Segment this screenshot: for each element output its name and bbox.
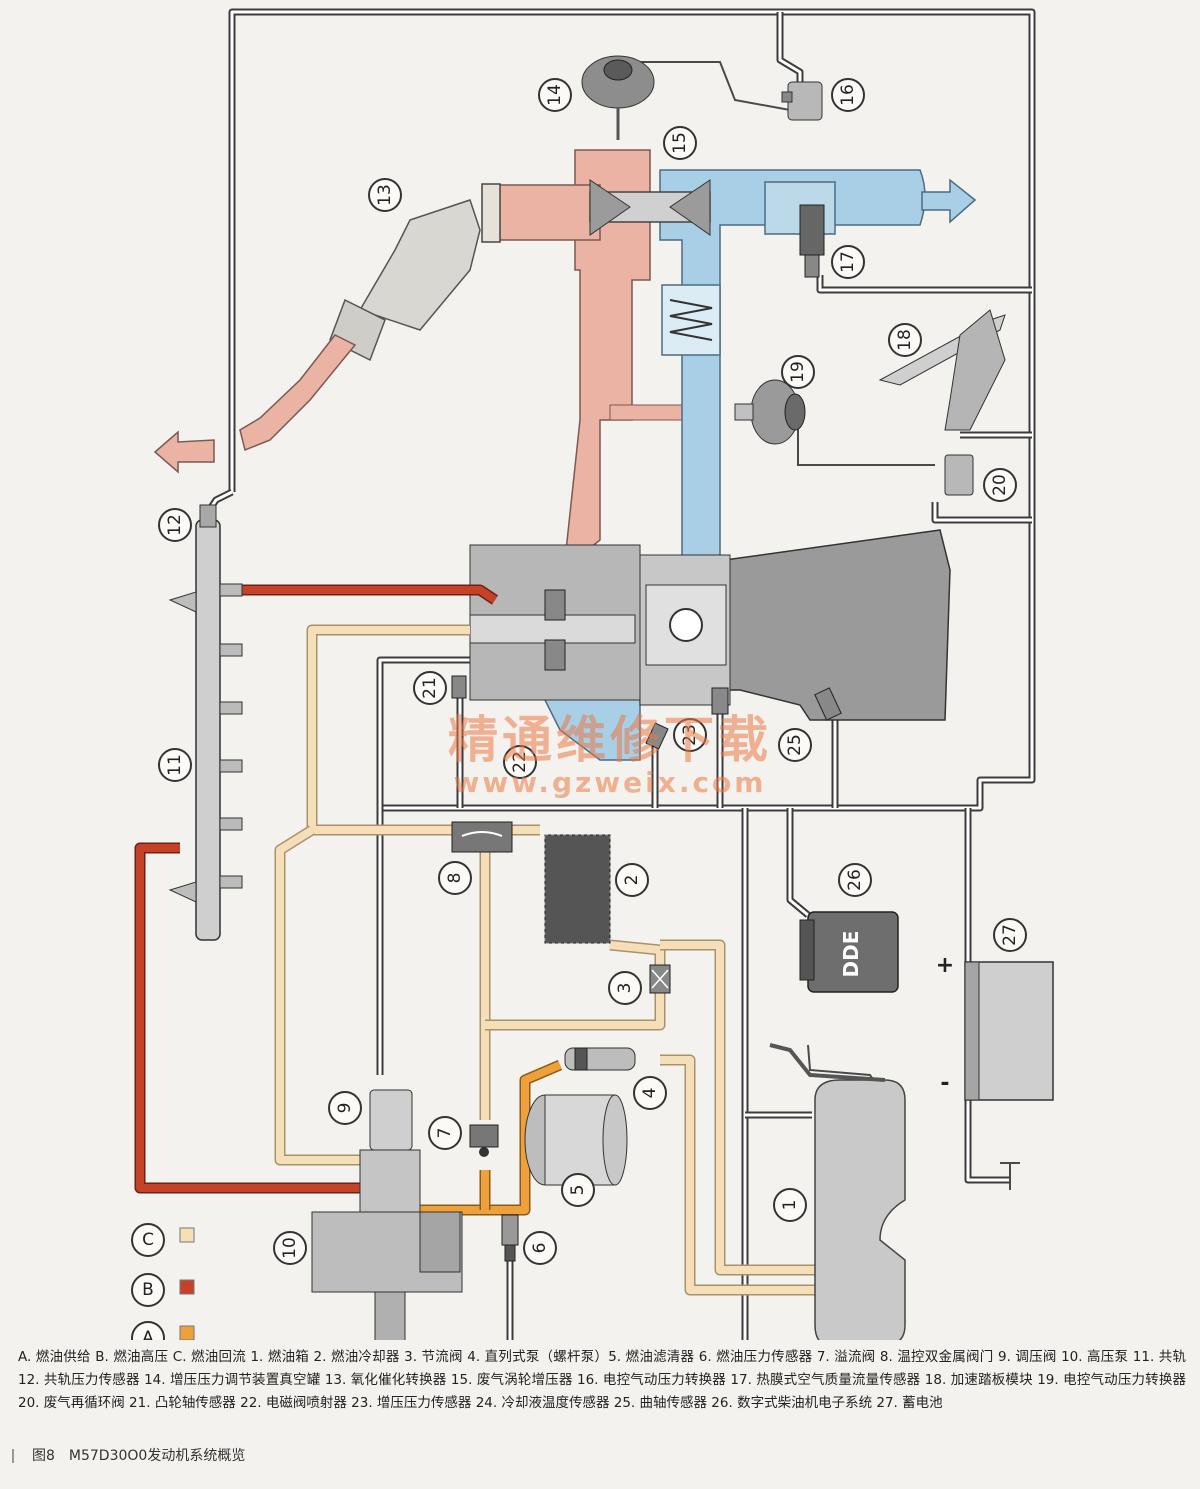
svg-text:17: 17 [838,251,858,273]
engine-block [469,529,951,721]
dde-control-unit: DDE [799,911,899,993]
callout-21: 21 [413,671,447,705]
svg-text:B: B [142,1280,154,1300]
callout-11: 11 [158,748,192,782]
legend-swatch-b [179,1279,195,1295]
callout-26: 26 [838,863,872,897]
legend-label-b: B [131,1273,165,1307]
callout-19: 19 [781,355,815,389]
legend-swatch-c [179,1227,195,1243]
callout-1: 1 [773,1188,807,1222]
svg-text:10: 10 [280,1237,300,1259]
callout-4: 4 [633,1076,667,1110]
battery-plus-label: + [936,953,954,978]
air-mass-sensor [799,204,825,278]
svg-text:21: 21 [420,677,440,699]
fuel-filter [524,1094,628,1186]
boost-vacuum-canister [581,55,655,140]
pressure-converter-19 [734,379,806,445]
engine-sensors [451,675,842,750]
common-rail [168,504,243,941]
callout-3: 3 [608,971,642,1005]
callout-17: 17 [831,245,865,279]
exhaust-path [153,149,691,561]
figure-caption: A. 燃油供给 B. 燃油高压 C. 燃油回流 1. 燃油箱 2. 燃油冷却器 … [18,1349,1186,1411]
svg-text:22: 22 [510,751,530,773]
svg-text:23: 23 [680,724,700,746]
figure-title: 图8 M57D30O0发动机系统概览 [12,1445,245,1465]
svg-text:8: 8 [445,873,465,884]
callout-20: 20 [983,468,1017,502]
high-pressure-lines [134,584,499,1194]
callout-10: 10 [273,1231,307,1265]
legend-label-a: A [131,1321,165,1340]
fuel-tank [769,1043,906,1340]
title-divider [12,1449,14,1463]
fuel-pressure-sensor [501,1214,519,1262]
callout-23: 23 [673,718,707,752]
callout-22: 22 [503,745,537,779]
svg-text:3: 3 [615,983,635,994]
svg-text:15: 15 [670,132,690,154]
callout-6: 6 [523,1231,557,1265]
wiring-harness [205,8,1036,1340]
svg-text:11: 11 [165,754,185,776]
svg-text:12: 12 [165,514,185,536]
callout-16: 16 [831,78,865,112]
callout-13: 13 [368,178,402,212]
dde-label: DDE [839,931,863,978]
svg-text:4: 4 [640,1088,660,1099]
legend: C B A [131,1223,195,1340]
svg-text:20: 20 [990,474,1010,496]
inline-pump [564,1047,636,1071]
svg-text:1: 1 [780,1200,800,1211]
svg-text:16: 16 [838,84,858,106]
accelerator-pedal [878,309,1006,431]
turbocharger [589,179,711,236]
callout-5: 5 [561,1173,595,1207]
legend-swatch-a [179,1325,195,1340]
battery-minus-label: - [940,1071,949,1096]
callout-18: 18 [888,323,922,357]
bimetal-valve [451,821,513,853]
callout-9: 9 [328,1091,362,1125]
svg-text:C: C [142,1230,154,1250]
callout-7: 7 [428,1116,462,1150]
svg-text:14: 14 [545,84,565,106]
svg-text:13: 13 [375,184,395,206]
overflow-valve [469,1124,499,1157]
battery: + - [936,953,1054,1101]
egr-valve [944,454,974,496]
svg-text:26: 26 [845,869,865,891]
svg-text:5: 5 [568,1185,588,1196]
figure-title-text: 图8 M57D30O0发动机系统概览 [32,1448,246,1464]
callout-8: 8 [438,861,472,895]
callout-27: 27 [993,918,1027,952]
svg-text:18: 18 [895,329,915,351]
callout-25: 25 [778,728,812,762]
high-pressure-pump [311,1089,463,1340]
pressure-converter-16 [781,81,823,121]
callout-2: 2 [615,863,649,897]
callout-14: 14 [538,78,572,112]
return-lines [274,624,815,1296]
svg-text:A: A [142,1328,154,1340]
callouts: 1 2 3 4 5 6 7 8 9 10 11 12 13 14 15 16 1… [158,78,1027,1265]
engine-system-diagram: DDE + - C B A 1 2 3 4 5 6 7 8 9 10 11 12… [131,8,1054,1340]
svg-text:9: 9 [335,1103,355,1114]
svg-text:25: 25 [785,734,805,756]
svg-text:6: 6 [530,1243,550,1254]
callout-12: 12 [158,508,192,542]
legend-label-c: C [131,1223,165,1257]
svg-text:2: 2 [622,875,642,886]
svg-text:27: 27 [1000,924,1020,946]
callout-15: 15 [663,126,697,160]
throttle-valve [649,964,671,994]
intake-in-arrow [921,178,977,224]
svg-text:19: 19 [788,361,808,383]
exhaust-out-arrow [153,430,215,474]
svg-text:7: 7 [435,1128,455,1139]
fuel-cooler [544,834,611,944]
